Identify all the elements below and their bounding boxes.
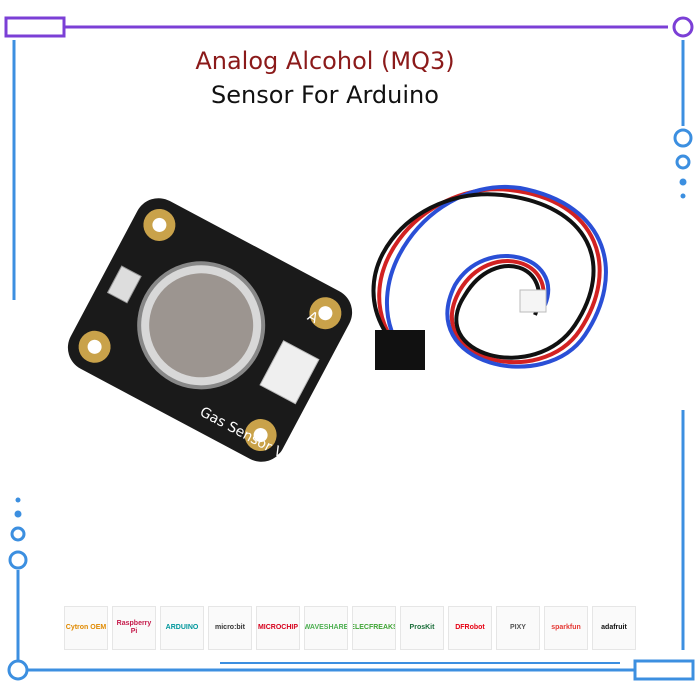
frame-top-left-box [4, 16, 66, 38]
microchip-logo: MICROCHIP [256, 606, 300, 650]
waveshare-logo: WAVESHARE [304, 606, 348, 650]
page-title: Analog Alcohol (MQ3) [195, 47, 455, 75]
cable-connector-white [519, 289, 547, 313]
frame-right-ring [673, 128, 693, 148]
frame-left-dot-2 [14, 510, 22, 518]
pixy-logo: PIXY [496, 606, 540, 650]
cable-connector-black [375, 330, 425, 370]
elecfreaks-logo: ELECFREAKS [352, 606, 396, 650]
frame-bottom-left-ring [7, 659, 29, 681]
frame-right-dot-1 [675, 154, 691, 170]
frame-left-dot-3 [10, 526, 26, 542]
frame-right-dot-3 [680, 193, 686, 199]
frame-bottom-right-box [633, 659, 695, 681]
adafruit-logo: adafruit [592, 606, 636, 650]
arduino-logo: ARDUINO [160, 606, 204, 650]
proskit-logo: ProsKit [400, 606, 444, 650]
page-subtitle: Sensor For Arduino [211, 81, 439, 109]
frame-right-dot-2 [679, 178, 687, 186]
connector [259, 340, 320, 405]
frame-left-dot-1 [15, 497, 21, 503]
sparkfun-logo: sparkfun [544, 606, 588, 650]
frame-top-right-ring [672, 16, 694, 38]
cytron-oem-logo: Cytron OEM [64, 606, 108, 650]
product-image: Gas Sensor V2 A [67, 184, 608, 466]
frame-left-ring [8, 550, 28, 570]
sensor-board: Gas Sensor V2 A [67, 198, 353, 466]
raspberry-pi-logo: Raspberry Pi [112, 606, 156, 650]
sensor-cable [371, 184, 608, 370]
microbit-logo: micro:bit [208, 606, 252, 650]
potentiometer [106, 265, 142, 304]
dfrobot-cn-logo: DFRobot [448, 606, 492, 650]
